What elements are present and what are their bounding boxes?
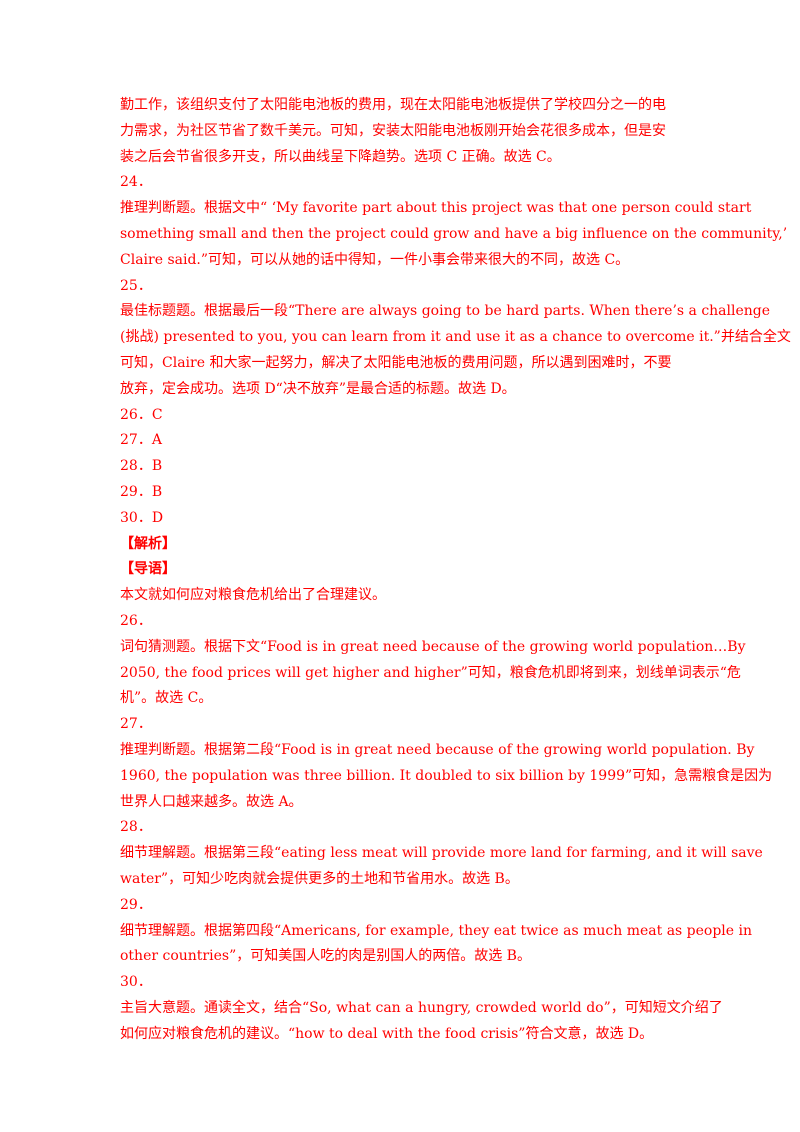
answer-explanation-text: 勤工作，该组织支付了太阳能电池板的费用，现在太阳能电池板提供了学校四分之一的电力…	[120, 93, 791, 1047]
text-line: 27．A	[120, 432, 162, 449]
text-line: 30．	[120, 974, 152, 991]
text-line: 【解析】	[120, 535, 176, 552]
text-line: 推理判断题。根据文中“ ‘My favorite part about this…	[120, 200, 752, 217]
text-line: 1960, the population was three billion. …	[120, 767, 773, 784]
text-line: 词句猜测题。根据下文“Food is in great need because…	[120, 638, 746, 655]
text-line: other countries”，可知美国人吃的肉是别国人的两倍。故选 B。	[120, 948, 531, 965]
text-line: 本文就如何应对粮食危机给出了合理建议。	[120, 587, 386, 604]
text-line: 27．	[120, 716, 152, 733]
text-line: 29．B	[120, 483, 163, 500]
text-line: 2050, the food prices will get higher an…	[120, 664, 741, 681]
text-line: 机”。故选 C。	[120, 690, 213, 707]
text-line: 26．C	[120, 406, 163, 423]
text-line: 放弃，定会成功。选项 D“决不放弃”是最合适的标题。故选 D。	[120, 380, 516, 397]
text-line: 25．	[120, 277, 152, 294]
text-line: 24．	[120, 174, 152, 191]
text-line: 26．	[120, 612, 152, 629]
text-line: something small and then the project cou…	[120, 225, 788, 242]
text-line: 29．	[120, 896, 152, 913]
text-line: 28．	[120, 819, 152, 836]
text-line: 如何应对粮食危机的建议。“how to deal with the food c…	[120, 1025, 654, 1042]
text-line: 细节理解题。根据第三段“eating less meat will provid…	[120, 845, 763, 862]
text-line: 【导语】	[120, 561, 176, 578]
text-line: 力需求，为社区节省了数千美元。可知，安装太阳能电池板刚开始会花很多成本，但是安	[120, 122, 666, 139]
text-line: (挑战) presented to you, you can learn fro…	[120, 329, 791, 346]
text-line: 勤工作，该组织支付了太阳能电池板的费用，现在太阳能电池板提供了学校四分之一的电	[120, 97, 666, 113]
text-line: 世界人口越来越多。故选 A。	[120, 793, 303, 810]
text-line: 推理判断题。根据第二段“Food is in great need becaus…	[120, 741, 755, 758]
text-line: 最佳标题题。根据最后一段“There are always going to b…	[120, 303, 771, 320]
text-line: 30．D	[120, 509, 164, 526]
text-line: 可知，Claire 和大家一起努力，解决了太阳能电池板的费用问题，所以遇到困难时…	[120, 354, 672, 371]
text-line: Claire said.”可知，可以从她的话中得知，一件小事会带来很大的不同，故…	[120, 251, 630, 268]
text-line: water”，可知少吃肉就会提供更多的土地和节省用水。故选 B。	[120, 870, 519, 887]
text-line: 装之后会节省很多开支，所以曲线呈下降趋势。选项 C 正确。故选 C。	[120, 148, 561, 165]
text-line: 28．B	[120, 458, 163, 475]
text-line: 细节理解题。根据第四段“Americans, for example, they…	[120, 922, 753, 939]
text-line: 主旨大意题。通读全文，结合“So, what can a hungry, cro…	[120, 999, 723, 1016]
